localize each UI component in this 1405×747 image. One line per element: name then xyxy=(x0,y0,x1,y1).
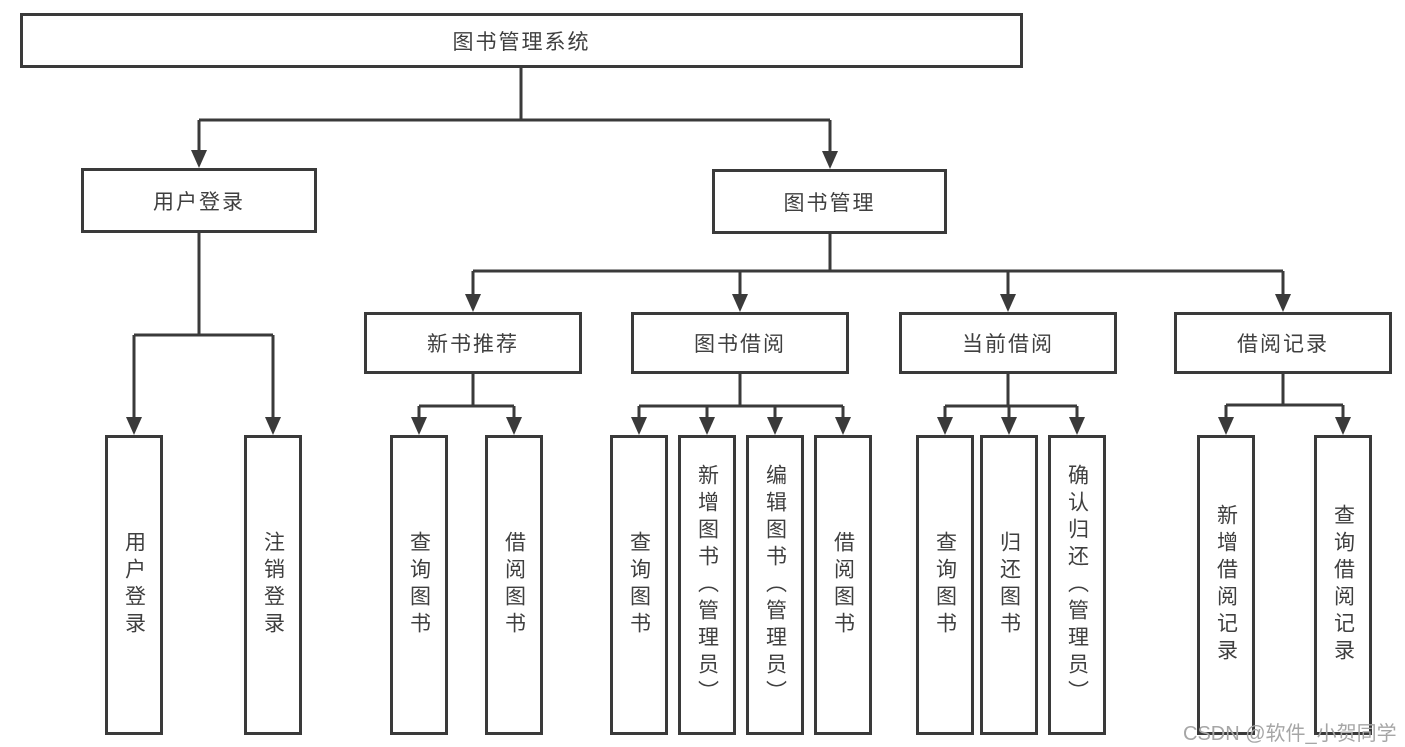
arrowhead xyxy=(411,417,427,435)
leaf-label: 新增图书（管理员） xyxy=(695,463,719,707)
node-current-borrowing: 当前借阅 xyxy=(899,312,1117,374)
leaf-label: 新增借阅记录 xyxy=(1214,504,1238,666)
csdn-watermark: CSDN @软件_小贺同学 xyxy=(1183,723,1397,745)
leaf-label: 用户登录 xyxy=(122,531,146,639)
leaf-confirm-return-admin: 确认归还（管理员） xyxy=(1048,435,1106,735)
leaf-label: 借阅图书 xyxy=(831,531,855,639)
node-user-login: 用户登录 xyxy=(81,168,317,233)
arrowhead xyxy=(835,417,851,435)
leaf-label: 注销登录 xyxy=(261,531,285,639)
leaf-query-books: 查询图书 xyxy=(610,435,668,735)
arrowhead xyxy=(265,417,281,435)
arrowhead xyxy=(699,417,715,435)
leaf-add-borrow-record: 新增借阅记录 xyxy=(1197,435,1255,735)
node-borrowing-records: 借阅记录 xyxy=(1174,312,1392,374)
arrowhead xyxy=(465,294,481,312)
leaf-borrow-books: 借阅图书 xyxy=(814,435,872,735)
arrowhead xyxy=(126,417,142,435)
leaf-user-login: 用户登录 xyxy=(105,435,163,735)
node-label: 图书管理系统 xyxy=(452,30,591,54)
leaf-label: 查询借阅记录 xyxy=(1331,504,1355,666)
leaf-query-books: 查询图书 xyxy=(916,435,974,735)
leaf-label: 确认归还（管理员） xyxy=(1065,463,1089,707)
arrowhead xyxy=(631,417,647,435)
node-new-book-recommendation: 新书推荐 xyxy=(364,312,582,374)
arrowhead xyxy=(1069,417,1085,435)
leaf-logout: 注销登录 xyxy=(244,435,302,735)
leaf-edit-books-admin: 编辑图书（管理员） xyxy=(746,435,804,735)
leaf-add-books-admin: 新增图书（管理员） xyxy=(678,435,736,735)
leaf-query-books: 查询图书 xyxy=(390,435,448,735)
leaf-borrow-books: 借阅图书 xyxy=(485,435,543,735)
arrowhead xyxy=(1000,294,1016,312)
leaf-return-books: 归还图书 xyxy=(980,435,1038,735)
node-label: 图书管理 xyxy=(783,191,876,215)
node-book-management: 图书管理 xyxy=(712,169,947,234)
leaf-label: 查询图书 xyxy=(627,531,651,639)
node-label: 新书推荐 xyxy=(427,333,519,356)
leaf-label: 查询图书 xyxy=(933,531,957,639)
arrowhead xyxy=(1001,417,1017,435)
arrowhead xyxy=(822,151,838,169)
leaf-label: 借阅图书 xyxy=(502,531,526,639)
arrowhead xyxy=(1335,417,1351,435)
node-label: 借阅记录 xyxy=(1237,333,1329,356)
arrowhead xyxy=(767,417,783,435)
node-library-management-system: 图书管理系统 xyxy=(20,13,1023,68)
node-label: 用户登录 xyxy=(153,190,245,214)
leaf-query-borrow-record: 查询借阅记录 xyxy=(1314,435,1372,735)
node-book-borrowing: 图书借阅 xyxy=(631,312,849,374)
arrowhead xyxy=(1218,417,1234,435)
arrowhead xyxy=(937,417,953,435)
arrowhead xyxy=(506,417,522,435)
node-label: 当前借阅 xyxy=(962,333,1054,356)
arrowhead xyxy=(1275,294,1291,312)
arrowhead xyxy=(191,150,207,168)
arrowhead xyxy=(732,294,748,312)
leaf-label: 编辑图书（管理员） xyxy=(763,463,787,707)
node-label: 图书借阅 xyxy=(694,333,786,356)
leaf-label: 归还图书 xyxy=(997,531,1021,639)
leaf-label: 查询图书 xyxy=(407,531,431,639)
